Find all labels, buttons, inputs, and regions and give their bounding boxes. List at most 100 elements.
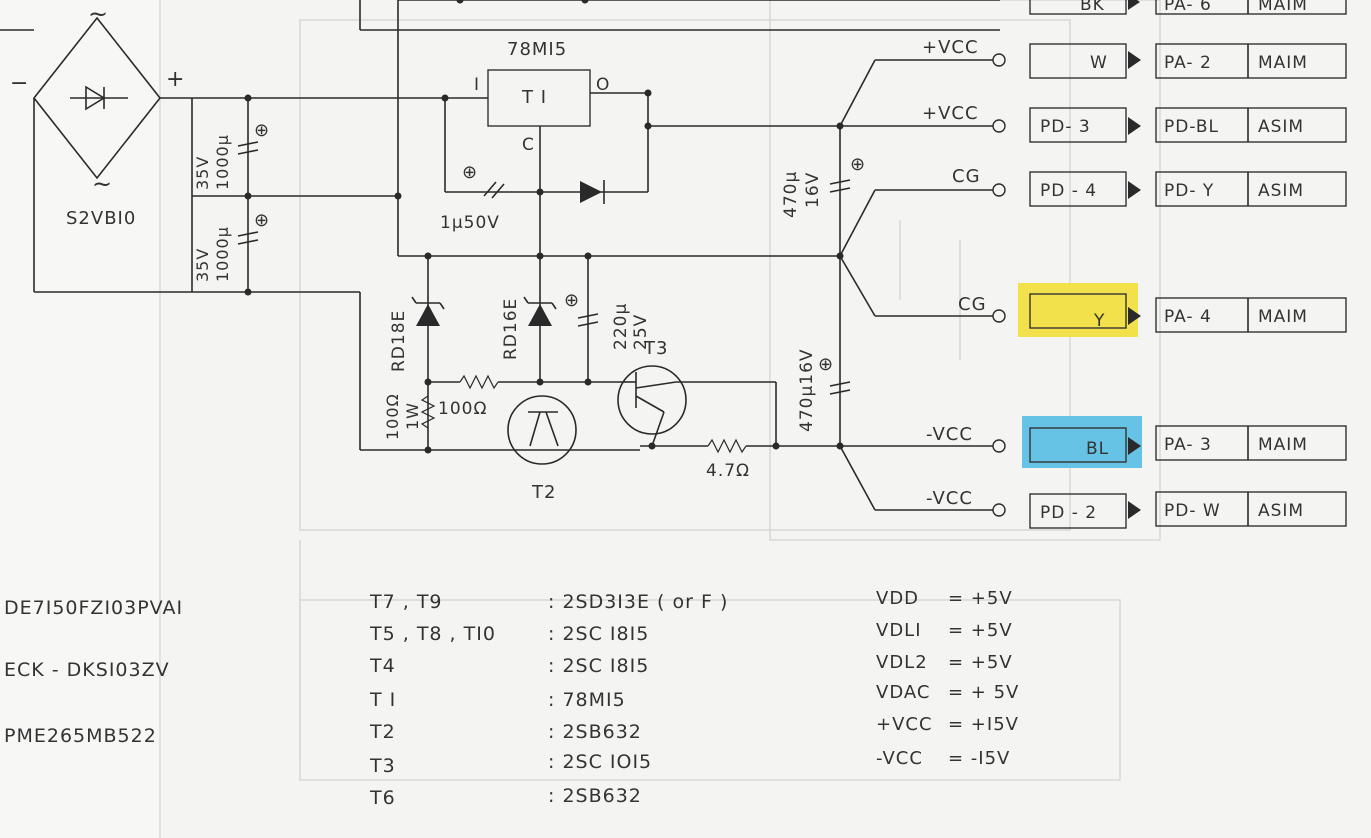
page-margin: [0, 0, 160, 838]
board-1: ASIM: [1258, 117, 1304, 137]
svg-text:35V: 35V: [193, 248, 212, 282]
connector-5: PD - 2: [1040, 503, 1097, 523]
tt-part-1: : 2SC I8I5: [548, 623, 649, 645]
resistor3-label: 4.7Ω: [706, 461, 750, 481]
tt-refs-0: T7 , T9: [369, 591, 443, 613]
cap6-label: 470μ16V: [797, 348, 817, 432]
regulator-part: 78MI5: [507, 39, 567, 60]
output-rail: [829, 122, 851, 446]
regulator-pin-common: C: [522, 135, 535, 155]
connector-4: BL: [1086, 439, 1109, 459]
rectifier-minus: −: [10, 71, 29, 96]
terminal-row-0: [1029, 43, 1347, 79]
voltage-table: VDD = +5V VDLI = +5V VDL2 = +5V VDAC = +…: [876, 588, 1019, 769]
resistor-4-7: [640, 438, 844, 454]
board-4: MAIM: [1258, 435, 1308, 455]
terminal-row-3: [1018, 283, 1347, 337]
tt-refs-5: T3: [369, 755, 396, 777]
highlight-yellow: [1018, 283, 1138, 337]
cg-rail: [398, 252, 844, 260]
cap1-label: 35V 1000μ: [193, 134, 232, 190]
transistor-table: T7 , T9 : 2SD3I3E ( or F ) T5 , T8 , TI0…: [369, 591, 728, 809]
cap5-polarity: ⊕: [850, 154, 866, 175]
part-note-1: ECK - DKSI03ZV: [4, 659, 170, 681]
cap-220u: [577, 256, 599, 386]
rail-label-4: -VCC: [926, 424, 973, 445]
svg-text:35V: 35V: [193, 156, 212, 190]
rail-label-2: CG: [952, 166, 981, 187]
connector-3: Y: [1093, 311, 1105, 331]
connector-2: PD - 4: [1040, 181, 1097, 201]
cap1-polarity: ⊕: [254, 120, 270, 141]
regulator-name: T I: [521, 87, 547, 108]
board-5: ASIM: [1258, 501, 1304, 521]
resistor-100-horizontal: [428, 374, 620, 390]
svg-text:16V: 16V: [803, 172, 823, 208]
vt-name-5: -VCC: [876, 748, 923, 769]
cap4-polarity: ⊕: [564, 290, 580, 311]
connector-0: W: [1090, 53, 1108, 73]
tt-refs-4: T2: [369, 721, 396, 743]
part-note-2: PME265MB522: [4, 725, 157, 747]
connector-1: PD- 3: [1040, 117, 1091, 137]
vt-name-1: VDLI: [876, 620, 922, 641]
transistor-t3-label: T3: [643, 338, 668, 359]
svg-text:100Ω: 100Ω: [383, 393, 402, 440]
tt-part-0: : 2SD3I3E ( or F ): [548, 591, 728, 613]
highlight-blue: [1022, 416, 1142, 468]
partial-board: MAIM: [1258, 0, 1308, 15]
rail-label-5: -VCC: [926, 488, 973, 509]
vt-name-0: VDD: [876, 588, 919, 609]
vt-name-4: +VCC: [876, 714, 933, 735]
cap3-polarity: ⊕: [462, 162, 478, 183]
rail-label-0: +VCC: [922, 37, 979, 58]
vt-value-4: = +I5V: [948, 714, 1019, 735]
tt-refs-2: T4: [369, 655, 396, 677]
svg-text:RD16E: RD16E: [501, 298, 521, 360]
regulator-pin-out: O: [596, 75, 610, 95]
pin-3: PA- 4: [1164, 307, 1212, 327]
resistor1-label: 100Ω 1W: [383, 393, 422, 440]
tt-part-2: : 2SC I8I5: [548, 655, 649, 677]
tt-refs-6: T6: [369, 787, 396, 809]
vt-value-5: = -I5V: [948, 748, 1010, 769]
vt-name-2: VDL2: [876, 652, 928, 673]
rectifier-plus: +: [166, 67, 185, 92]
resistor-100-vertical: [359, 292, 640, 454]
resistor2-label: 100Ω: [438, 399, 487, 419]
svg-text:RD18E: RD18E: [389, 310, 409, 372]
vt-value-1: = +5V: [948, 620, 1013, 641]
cap2-label: 35V 1000μ: [193, 226, 232, 282]
terminal-row-5: [1029, 491, 1347, 529]
terminal-row-1: [1029, 107, 1347, 143]
terminal-row-partial: [1029, 0, 1347, 15]
pin-5: PD- W: [1164, 501, 1221, 521]
tt-part-5: : 2SC IOI5: [548, 751, 652, 773]
part-notes: DE7I50FZI03PVAI ECK - DKSI03ZV PME265MB5…: [4, 597, 182, 747]
pin-4: PA- 3: [1164, 435, 1212, 455]
tt-part-4: : 2SB632: [548, 721, 642, 743]
bleed-through-ghost: [299, 0, 1161, 781]
tt-part-6: : 2SB632: [548, 785, 642, 807]
svg-text:25V: 25V: [631, 314, 651, 350]
board-3: MAIM: [1258, 307, 1308, 327]
cap3-label: 1μ50V: [440, 213, 500, 233]
cap4-label: 220μ 25V: [611, 303, 651, 350]
transistor-t2-label: T2: [531, 482, 556, 503]
terminal-row-2: [1029, 171, 1347, 207]
top-wires: [359, 0, 1000, 256]
svg-text:1000μ: 1000μ: [213, 134, 232, 190]
transistor-t2: [507, 395, 577, 465]
ac-symbol-bottom: ~: [92, 170, 113, 198]
tt-refs-1: T5 , T8 , TI0: [369, 623, 496, 645]
transistor-t3: [617, 365, 777, 447]
regulator-pin-in: I: [474, 75, 480, 95]
vt-name-3: VDAC: [876, 682, 930, 703]
vt-value-0: = +5V: [948, 588, 1013, 609]
tt-part-3: : 78MI5: [548, 689, 626, 711]
svg-text:1000μ: 1000μ: [213, 226, 232, 282]
terminal-row-4: [1022, 416, 1347, 468]
board-0: MAIM: [1258, 53, 1308, 73]
